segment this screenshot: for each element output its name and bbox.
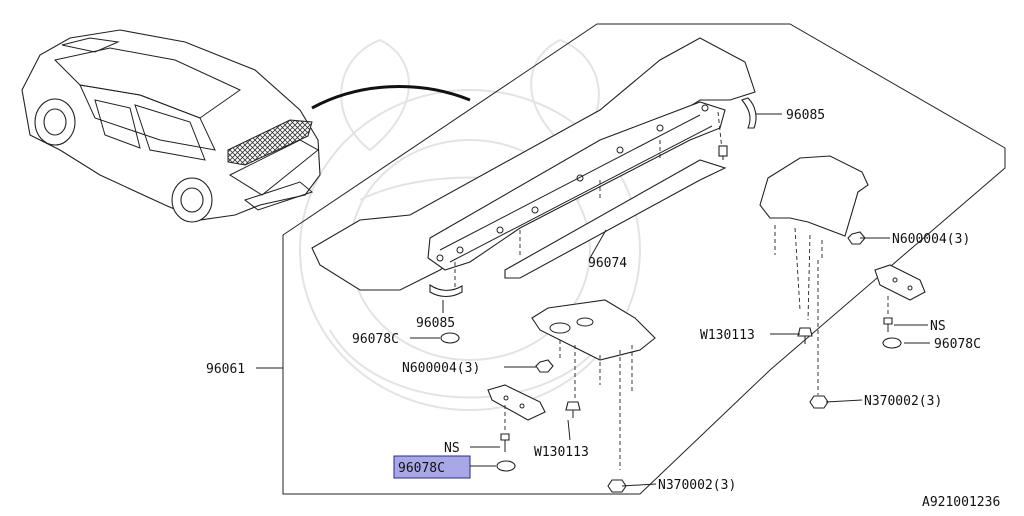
callout-plug-selected[interactable]: 96078C bbox=[398, 461, 445, 476]
assembly-guide-lines bbox=[454, 111, 723, 290]
callout-spoiler-cover[interactable]: 96074 bbox=[588, 256, 627, 271]
plug-right-part[interactable] bbox=[882, 337, 902, 349]
vehicle-illustration bbox=[21, 29, 471, 223]
callout-assembly[interactable]: 96061 bbox=[206, 362, 245, 377]
bracket-right-part[interactable] bbox=[759, 155, 869, 395]
bolt-right-part[interactable] bbox=[797, 327, 813, 337]
seal-right-part[interactable] bbox=[741, 97, 757, 129]
callout-bolt-right[interactable]: W130113 bbox=[700, 328, 755, 343]
bracket-center-part[interactable] bbox=[531, 299, 656, 470]
bolt-end-part[interactable] bbox=[718, 145, 728, 160]
clip-right-part[interactable] bbox=[809, 395, 829, 409]
selected-callout-highlight bbox=[393, 455, 471, 479]
clip-bottom-part[interactable] bbox=[607, 479, 627, 493]
drawing-number: A921001236 bbox=[922, 495, 1000, 510]
nut-left-part[interactable] bbox=[535, 359, 554, 373]
callout-nut-left[interactable]: N600004(3) bbox=[402, 361, 480, 376]
seal-left-part[interactable] bbox=[429, 283, 463, 298]
small-bracket-right-part[interactable] bbox=[874, 264, 926, 315]
small-bracket-left-part[interactable] bbox=[487, 384, 546, 430]
callout-plug-upper-left[interactable]: 96078C bbox=[352, 332, 399, 347]
callout-seal-left[interactable]: 96085 bbox=[416, 316, 455, 331]
leader-lines bbox=[256, 113, 930, 487]
nut-right-part[interactable] bbox=[847, 231, 866, 245]
assembly-frame bbox=[282, 23, 1006, 495]
callout-bolt-left[interactable]: W130113 bbox=[534, 445, 589, 460]
screw-right-part[interactable] bbox=[883, 317, 893, 325]
fastener-parts bbox=[440, 231, 902, 493]
spoiler-cover-part[interactable] bbox=[504, 159, 727, 279]
callout-nut-right[interactable]: N600004(3) bbox=[892, 232, 970, 247]
callout-seal-right[interactable]: 96085 bbox=[786, 108, 825, 123]
bolt-left-part[interactable] bbox=[565, 401, 581, 411]
callout-clip-bottom[interactable]: N370002(3) bbox=[658, 478, 736, 493]
screw-left-part[interactable] bbox=[500, 433, 510, 441]
callout-plug-right[interactable]: 96078C bbox=[934, 337, 981, 352]
rear-spoiler-part[interactable] bbox=[311, 37, 756, 291]
callout-screw-right[interactable]: NS bbox=[930, 319, 946, 334]
plug-left-part[interactable] bbox=[496, 460, 516, 472]
callout-screw-left[interactable]: NS bbox=[444, 441, 460, 456]
plug-upper-left-part[interactable] bbox=[440, 332, 460, 344]
watermark-emblem bbox=[299, 38, 641, 411]
callout-clip-right[interactable]: N370002(3) bbox=[864, 394, 942, 409]
